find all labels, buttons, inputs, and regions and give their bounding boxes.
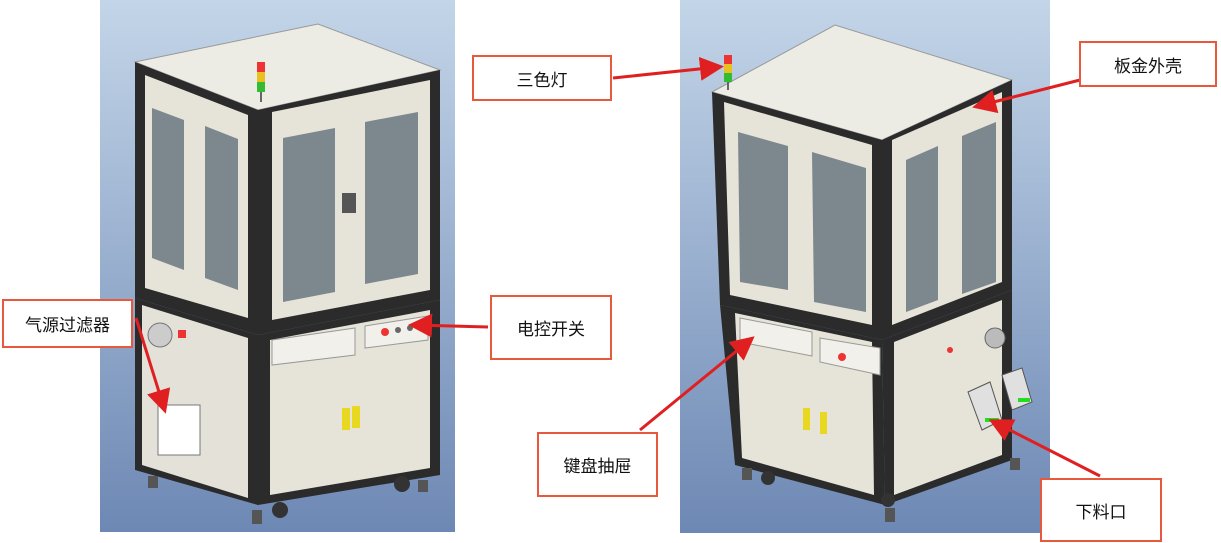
tower-light-left (257, 62, 265, 102)
right-machine-render (680, 0, 1050, 533)
arrow-air-filter (134, 317, 171, 414)
window (906, 146, 938, 312)
window (205, 126, 238, 290)
window (152, 108, 184, 270)
discharge-chutes (967, 367, 1033, 431)
callout-tower-light: 三色灯 (472, 55, 612, 101)
left-machine-render (100, 0, 455, 532)
arrow-discharge-port (988, 419, 1101, 478)
window (812, 152, 866, 312)
arrow-tower-light (612, 56, 724, 81)
arrow-sheet-metal-shell (972, 78, 1081, 114)
window (365, 112, 418, 284)
callout-keyboard-drawer: 键盘抽屉 (537, 432, 658, 497)
callout-sheet-metal-shell: 板金外壳 (1079, 41, 1217, 87)
callout-discharge-port: 下料口 (1040, 478, 1162, 542)
tower-light-right (724, 55, 732, 90)
air-filter-unit (157, 404, 201, 456)
callout-electrical-switch: 电控开关 (490, 295, 612, 360)
window (738, 132, 788, 290)
window (283, 128, 335, 302)
callout-air-filter: 气源过滤器 (2, 299, 133, 348)
arrow-electrical-switch (408, 313, 489, 338)
arrow-keyboard-drawer (639, 336, 755, 432)
window (962, 122, 996, 294)
keyboard-drawer (739, 317, 813, 357)
